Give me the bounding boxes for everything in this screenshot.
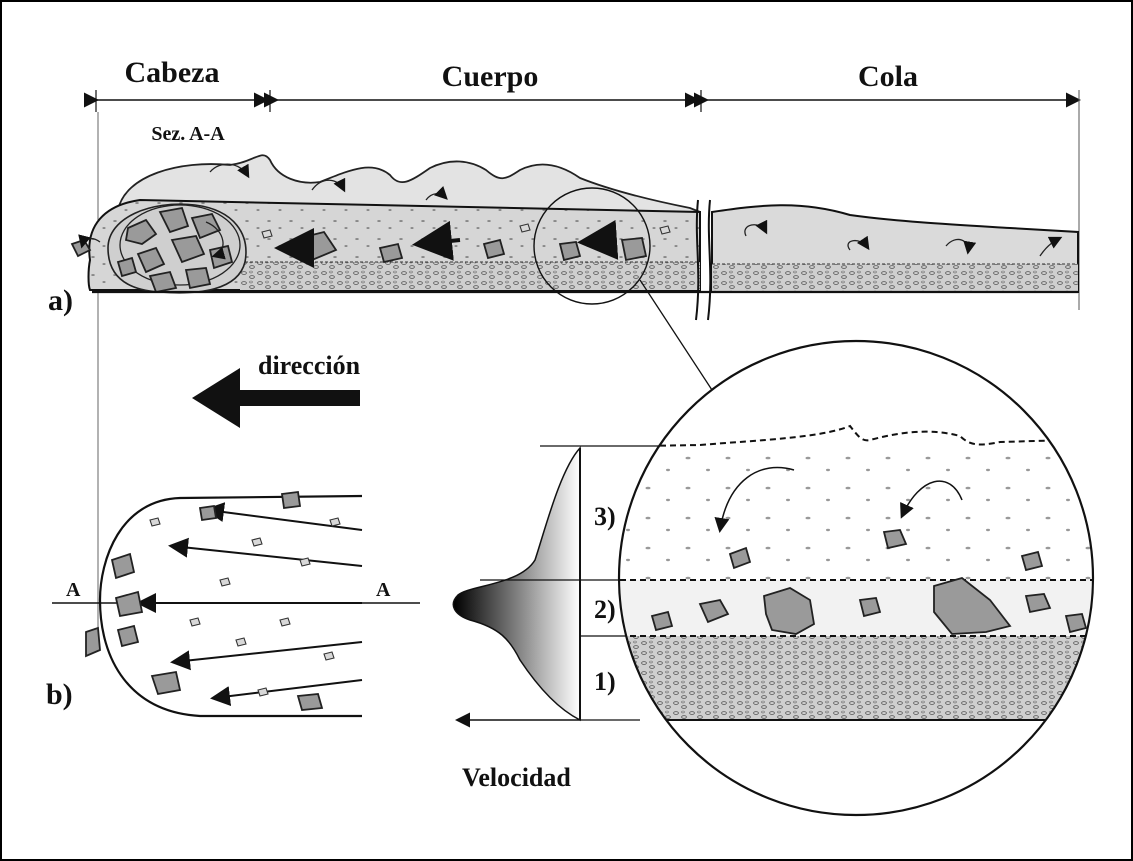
label-cabeza: Cabeza xyxy=(125,56,220,89)
label-section-left: A xyxy=(66,579,81,601)
label-panel-b: b) xyxy=(46,678,73,711)
label-cuerpo: Cuerpo xyxy=(442,60,539,93)
magnify-connector xyxy=(640,280,712,390)
label-direction: dirección xyxy=(258,351,361,380)
flow-profile xyxy=(72,155,1078,320)
plan-view xyxy=(52,492,420,716)
label-velocity: Velocidad xyxy=(462,763,571,792)
label-section-right: A xyxy=(376,579,391,601)
label-cola: Cola xyxy=(858,60,918,93)
label-layer3: 3) xyxy=(594,502,616,531)
label-panel-a: a) xyxy=(48,284,73,317)
label-layer2: 2) xyxy=(594,595,616,624)
label-layer1: 1) xyxy=(594,667,616,696)
label-section: Sez. A-A xyxy=(151,123,225,145)
magnified-detail xyxy=(610,340,1110,820)
